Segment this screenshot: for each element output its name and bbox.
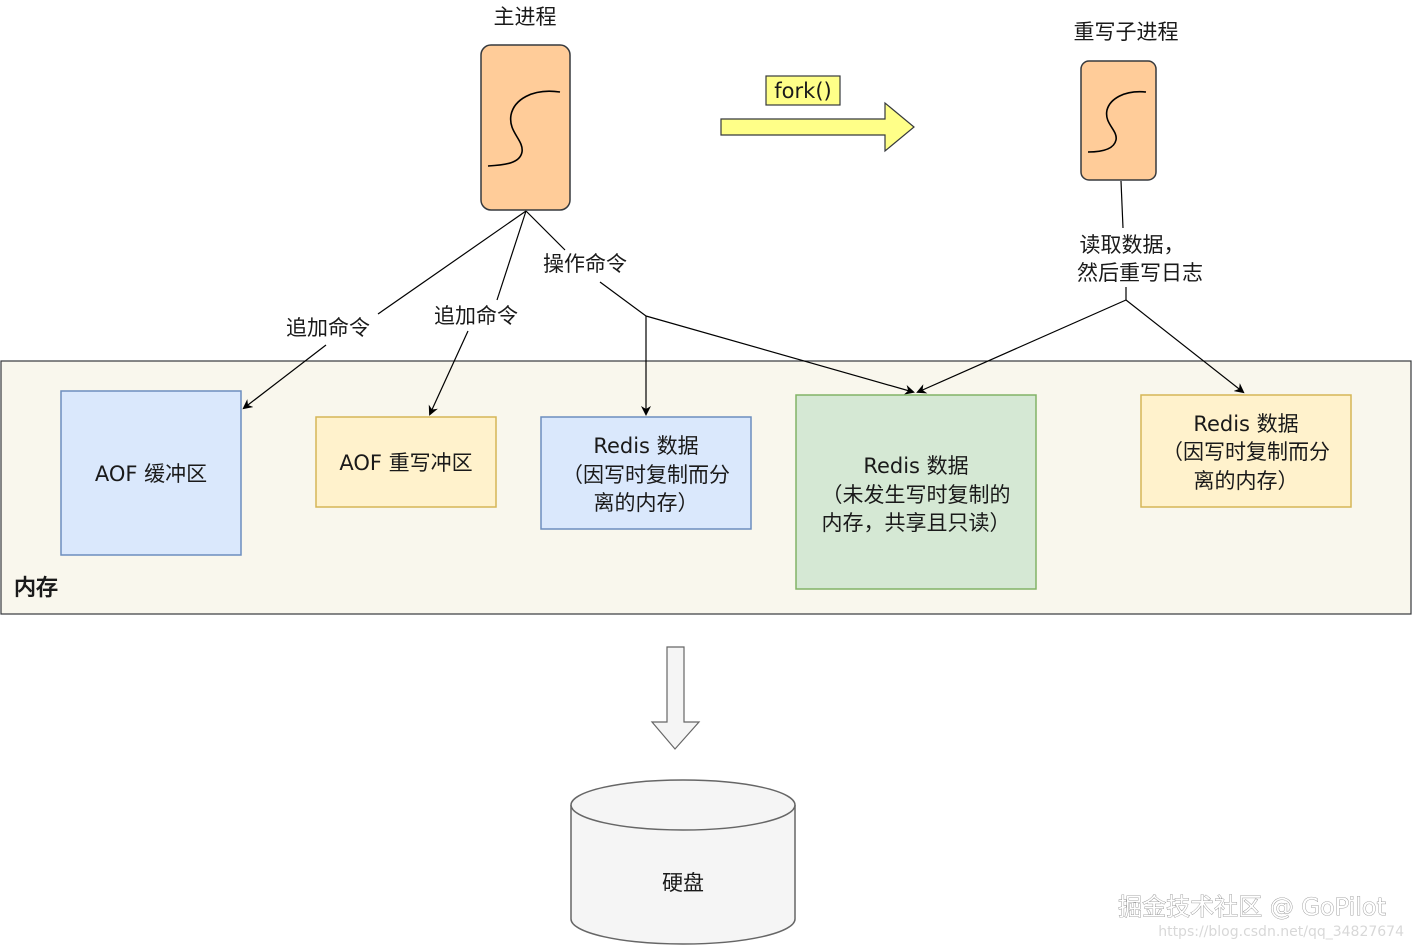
aof-rewrite-buffer-box: AOF 重写冲区 <box>315 416 497 508</box>
edge-read-data <box>916 180 1245 394</box>
redis-data-right-box: Redis 数据 （因写时复制而分 离的内存） <box>1140 394 1352 508</box>
disk-cylinder: 硬盘 <box>570 779 796 945</box>
disk-label: 硬盘 <box>662 871 704 895</box>
edge-label-append-2: 追加命令 <box>434 304 518 328</box>
edge-append-aof-buffer <box>242 210 527 410</box>
edge-label-read-data-2: 然后重写日志 <box>1077 261 1203 285</box>
aof-rewrite-buffer-label: AOF 重写冲区 <box>339 451 472 475</box>
redis-data-right-line-3: 离的内存） <box>1194 469 1299 493</box>
fork-arrow <box>720 101 915 153</box>
edge-label-read-data-1: 读取数据， <box>1080 233 1185 257</box>
fork-label: fork() <box>774 79 831 103</box>
main-process-icon <box>480 44 571 211</box>
edge-operate <box>525 210 915 416</box>
edge-append-rewrite-buffer <box>428 210 527 416</box>
aof-buffer-label: AOF 缓冲区 <box>95 462 207 486</box>
fork-label-box: fork() <box>765 75 841 106</box>
redis-data-shared-box: Redis 数据 （未发生写时复制的 内存，共享且只读） <box>795 394 1037 590</box>
aof-buffer-box: AOF 缓冲区 <box>60 390 242 556</box>
memory-label: 内存 <box>14 575 58 601</box>
redis-data-left-line-2: （因写时复制而分 <box>562 463 730 487</box>
down-arrow <box>650 646 701 750</box>
redis-data-right-line-1: Redis 数据 <box>1193 412 1298 436</box>
redis-data-left-line-3: 离的内存） <box>594 491 699 515</box>
main-process-title: 主进程 <box>494 5 557 29</box>
edge-label-append-1: 追加命令 <box>286 316 370 340</box>
redis-data-left-box: Redis 数据 （因写时复制而分 离的内存） <box>540 416 752 530</box>
rewrite-process-icon <box>1080 60 1157 181</box>
watermark-text: 掘金技术社区 @ GoPilot <box>1118 893 1386 921</box>
redis-data-left-line-1: Redis 数据 <box>593 434 698 458</box>
watermark-url: https://blog.csdn.net/qq_34827674 <box>1158 924 1404 940</box>
redis-data-shared-line-2: （未发生写时复制的 <box>822 483 1011 507</box>
redis-data-right-line-2: （因写时复制而分 <box>1162 440 1330 464</box>
rewrite-process-title: 重写子进程 <box>1074 20 1179 44</box>
edge-label-operate: 操作命令 <box>543 252 627 276</box>
redis-data-shared-line-3: 内存，共享且只读） <box>822 511 1011 535</box>
redis-data-shared-line-1: Redis 数据 <box>863 454 968 478</box>
